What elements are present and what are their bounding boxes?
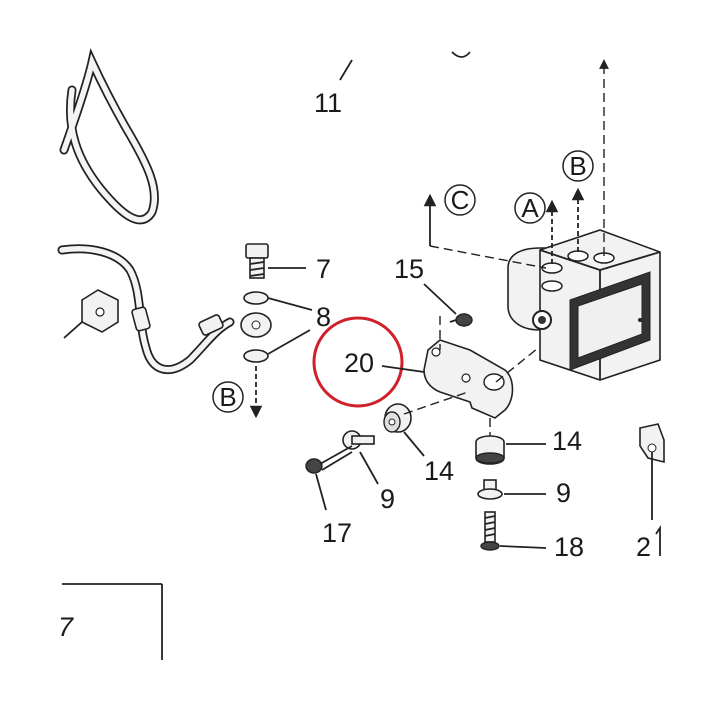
spacer-9-left (342, 430, 375, 450)
bolt-17 (305, 445, 353, 474)
leader-15 (423, 283, 457, 315)
banjo-bolt (245, 243, 269, 279)
leader-11 (339, 59, 353, 81)
brake-hose-loop (59, 48, 159, 225)
svg-text:B: B (569, 151, 586, 181)
callout-18: 18 (554, 532, 584, 562)
leader-9a (359, 451, 379, 485)
leader-8b (267, 329, 311, 355)
leader-14a (403, 431, 425, 457)
dash-to-c (429, 245, 547, 269)
leader-20 (381, 365, 425, 373)
svg-text:B: B (219, 382, 236, 412)
leader-18 (499, 545, 547, 549)
banjo-fitting (240, 312, 272, 338)
callout-20: 20 (344, 348, 374, 378)
detail-frame (62, 583, 163, 660)
partial-part-top (451, 51, 471, 58)
marker-a: A (514, 192, 546, 224)
abs-modulator-unit (507, 229, 661, 381)
grommet-14-right (475, 435, 505, 465)
spacer-9-right (477, 479, 503, 500)
svg-text:A: A (521, 193, 539, 223)
leader-17 (315, 473, 327, 511)
marker-b-left: B (212, 381, 244, 413)
sealing-washer-lower (243, 349, 269, 363)
callout-14-left: 14 (424, 456, 454, 486)
callout-17: 17 (322, 518, 352, 548)
marker-b-top: B (562, 150, 594, 182)
callout-partial-7: 7 (58, 612, 74, 642)
sealing-washer-upper (243, 291, 269, 305)
callout-15: 15 (394, 254, 424, 284)
bolt-18 (480, 511, 500, 551)
callout-9-right: 9 (556, 478, 571, 508)
callout-8: 8 (316, 302, 331, 332)
marker-c: C (444, 184, 476, 216)
leader-8a (267, 297, 313, 311)
brake-line-left (57, 244, 235, 374)
bolt-15 (449, 313, 473, 327)
svg-text:C: C (451, 185, 470, 215)
callout-21: 2 (636, 532, 651, 562)
highlight-ring (312, 316, 404, 408)
centerline-left-mount (403, 391, 469, 415)
callout-11: 11 (314, 88, 342, 118)
callout-7: 7 (316, 254, 331, 284)
callout-21-partial-digit (655, 525, 661, 556)
centerline-bracket-abs (495, 339, 549, 383)
hose-clip (63, 289, 119, 339)
callout-9-left: 9 (380, 484, 395, 514)
grommet-14-left (383, 403, 412, 433)
callout-14-right: 14 (552, 426, 582, 456)
